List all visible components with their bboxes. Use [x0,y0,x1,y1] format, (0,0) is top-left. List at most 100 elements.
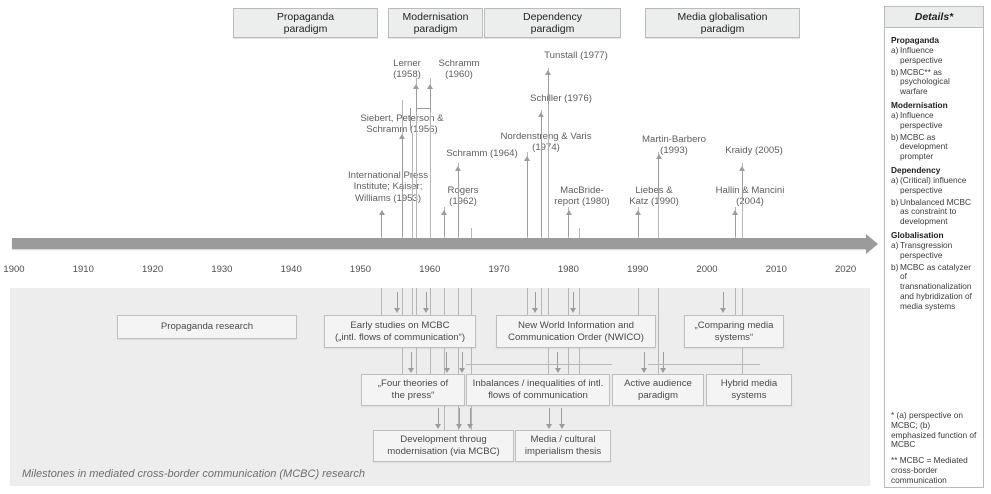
year-label-1990: 1990 [627,264,649,275]
paradigm-box-1[interactable]: Modernisation paradigm [388,8,483,38]
up-stem-4 [443,214,445,236]
lower-vert-2 [412,288,414,318]
footnote-0: * (a) perspective on MCBC; (b) emphasize… [891,410,977,450]
box-development[interactable]: Development throug modernisation (via MC… [373,430,514,462]
box-media-imperialism[interactable]: Media / cultural imperialism thesis [515,430,611,462]
up-arrowhead-4 [440,210,447,215]
up-stem-0 [381,214,383,236]
down-stem-1 [425,292,427,308]
up-arrowhead-13 [738,166,745,171]
paradigm-label: Propaganda paradigm [276,10,335,36]
citation-nordenstreng: Nordenstreng & Varis (1974) [500,131,592,154]
up-stem-3 [429,88,431,112]
box-nwico[interactable]: New World Information and Communication … [496,315,656,348]
down-stem-4 [722,292,724,308]
down-arrowhead-3 [569,308,576,313]
box-comparing-media[interactable]: „Comparing media systems“ [684,315,784,348]
details-heading-0: Propaganda [891,35,939,45]
up-stem-9 [568,214,570,236]
citation-martin: Martin-Barbero (1993) [642,134,706,157]
timeline-axis-bar [12,238,868,249]
tick-line-1958 [415,78,417,238]
up-arrowhead-5 [454,166,461,171]
down-stem-15 [561,408,563,424]
details-item-marker: a) [891,174,899,185]
box-label: New World Information and Communication … [508,319,644,343]
down-arrowhead-10 [659,368,666,373]
details-item-1-1: b)MCBC as development prompter [891,131,977,162]
citation-hallin: Hallin & Mancini (2004) [715,185,785,208]
year-label-1970: 1970 [488,264,510,275]
up-arrowhead-6 [524,156,531,161]
citation-tunstall: Tunstall (1977) [544,50,608,61]
paradigm-box-0[interactable]: Propaganda paradigm [233,8,378,38]
tick-line-1977 [547,68,549,238]
year-label-1940: 1940 [280,264,302,275]
year-label-1930: 1930 [211,264,233,275]
up-stem-2 [415,88,417,112]
tick-line-1966 [471,228,473,238]
lower-vert-0 [381,288,383,318]
paradigm-label: Dependency paradigm [523,10,582,36]
up-arrowhead-8 [544,70,551,75]
details-title: Details* [885,7,983,28]
box-four-theories[interactable]: „Four theories of the press“ [361,374,465,406]
details-item-marker: b) [891,196,899,207]
box-label: Early studies on MCBC („intl. flows of c… [334,319,466,343]
down-arrowhead-11 [435,424,442,429]
tick-line-1981.5 [578,228,580,238]
year-label-2000: 2000 [696,264,718,275]
box-label: Development throug modernisation (via MC… [387,434,500,457]
down-arrowhead-5 [408,368,415,373]
down-arrowhead-1 [422,308,429,313]
up-stem-11 [658,158,660,200]
up-stem-1 [402,138,404,236]
siebert-branch-stem [410,108,412,130]
elbow-active-audience [466,364,612,365]
up-arrowhead-11 [655,154,662,159]
details-item-text: Transgression perspective [900,239,953,260]
details-item-text: MCBC** as psychological warfare [900,66,950,97]
citation-liebes: Liebes & Katz (1990) [629,185,679,208]
box-label: Media / cultural imperialism thesis [524,434,602,457]
box-propaganda-research[interactable]: Propaganda research [117,315,297,339]
up-stem-8 [547,74,549,104]
down-arrowhead-9 [641,368,648,373]
lower-vert-14 [658,288,660,378]
details-item-text: MCBC as catalyzer of transnationalizatio… [900,261,972,311]
tick-line-2005 [741,163,743,238]
citation-schramm64: Schramm (1964) [446,148,518,159]
down-stem-3 [572,292,574,308]
lower-vert-6 [457,288,459,434]
down-arrowhead-2 [532,308,539,313]
box-label: „Comparing media systems“ [694,319,774,343]
box-imbalances[interactable]: Inbalances / inequalities of intl. flows… [466,374,610,406]
citation-schramm60: Schramm (1960) [438,58,480,81]
box-early-studies[interactable]: Early studies on MCBC („intl. flows of c… [324,315,476,348]
box-label: Hybrid media systems [720,378,778,401]
paradigm-box-3[interactable]: Media globalisation paradigm [645,8,800,38]
down-arrowhead-7 [458,368,465,373]
up-arrowhead-3 [427,84,434,89]
year-label-2010: 2010 [765,264,787,275]
year-label-2020: 2020 [835,264,857,275]
box-hybrid-media[interactable]: Hybrid media systems [706,374,792,406]
down-stem-6 [446,352,448,368]
details-item-text: Unbalanced MCBC as constraint to develop… [900,196,972,227]
paradigm-box-2[interactable]: Dependency paradigm [484,8,621,38]
citation-macbride: MacBride- report (1980) [554,185,610,208]
lower-vert-15 [734,288,736,318]
tick-line-1957.5 [412,133,414,238]
box-active-audience[interactable]: Active audience paradigm [612,374,704,406]
details-heading-3: Globalisation [891,229,944,240]
down-stem-0 [396,292,398,308]
details-item-marker: b) [891,131,899,142]
paradigm-label: Media globalisation paradigm [677,10,768,36]
details-item-3-1: b)MCBC as catalyzer of transnationalizat… [891,261,977,312]
lower-vert-8 [526,288,528,318]
up-stem-13 [741,170,743,200]
year-label-1960: 1960 [419,264,441,275]
